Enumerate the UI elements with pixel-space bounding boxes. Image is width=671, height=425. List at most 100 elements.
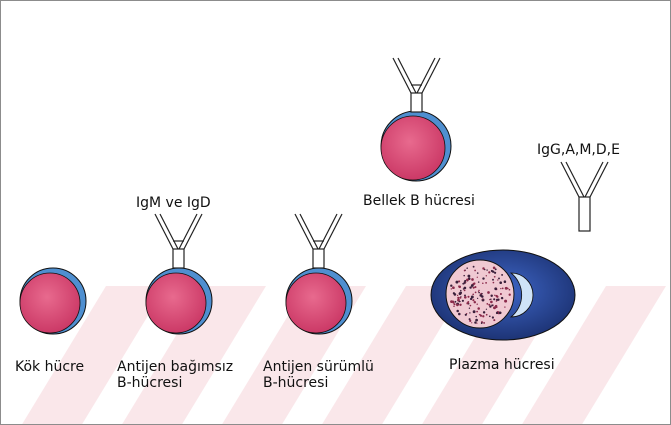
chromatin-dot xyxy=(459,291,462,294)
chromatin-dot xyxy=(504,280,507,283)
chromatin-dot xyxy=(492,279,494,281)
plasma-cell-label: Plazma hücresi xyxy=(449,357,555,373)
chromatin-dot xyxy=(500,293,502,295)
chromatin-dot xyxy=(496,296,498,298)
chromatin-dot xyxy=(463,275,465,277)
chromatin-dot xyxy=(474,301,476,303)
chromatin-dot xyxy=(509,294,511,296)
chromatin-dot xyxy=(490,301,493,304)
chromatin-dot xyxy=(501,274,503,276)
chromatin-dot xyxy=(455,281,458,284)
chromatin-dot xyxy=(465,314,467,316)
chromatin-dot xyxy=(481,295,484,298)
chromatin-dot xyxy=(473,266,475,268)
chromatin-dot xyxy=(471,284,474,287)
chromatin-dot xyxy=(477,277,478,278)
chromatin-dot xyxy=(453,303,455,305)
chromatin-dot xyxy=(493,282,495,284)
chromatin-dot xyxy=(457,297,459,299)
antigen-driven-b-label-line2: B-hücresi xyxy=(263,375,328,391)
chromatin-dot xyxy=(493,298,495,300)
chromatin-dot xyxy=(499,281,502,284)
chromatin-dot xyxy=(460,297,462,299)
chromatin-dot xyxy=(464,296,467,299)
chromatin-dot xyxy=(476,311,478,313)
chromatin-dot xyxy=(491,304,493,306)
chromatin-dot xyxy=(488,271,490,273)
chromatin-dot xyxy=(504,306,505,307)
chromatin-dot xyxy=(488,304,490,306)
chromatin-dot xyxy=(453,292,455,294)
chromatin-dot xyxy=(459,301,460,302)
chromatin-dot xyxy=(482,277,484,279)
chromatin-dot xyxy=(464,289,466,291)
chromatin-dot xyxy=(504,300,507,303)
chromatin-dot xyxy=(467,296,469,298)
chromatin-dot xyxy=(466,302,468,304)
chromatin-dot xyxy=(481,322,483,324)
chromatin-dot xyxy=(453,306,455,308)
chromatin-dot xyxy=(466,267,468,269)
chromatin-dot xyxy=(456,310,459,313)
chromatin-dot xyxy=(496,299,498,301)
chromatin-dot xyxy=(451,288,452,289)
chromatin-dot xyxy=(464,270,466,272)
chromatin-dot xyxy=(483,311,485,313)
chromatin-dot xyxy=(494,276,496,278)
memory-b-antibody xyxy=(393,58,440,112)
chromatin-dot xyxy=(492,270,494,272)
free-antibody xyxy=(561,162,608,231)
chromatin-dot xyxy=(500,288,501,289)
chromatin-dot xyxy=(507,288,509,290)
chromatin-dot xyxy=(458,313,461,316)
chromatin-dot xyxy=(460,290,461,291)
chromatin-dot xyxy=(467,275,470,278)
chromatin-dot xyxy=(450,300,453,303)
memory-b-cell xyxy=(381,111,451,181)
chromatin-dot xyxy=(499,311,502,314)
ig-classes-label: IgG,A,M,D,E xyxy=(537,142,620,158)
chromatin-dot xyxy=(483,322,485,324)
chromatin-dot xyxy=(472,293,474,295)
antigen-driven-b-cell xyxy=(286,268,352,334)
chromatin-dot xyxy=(493,319,495,321)
chromatin-dot xyxy=(469,286,471,288)
chromatin-dot xyxy=(477,298,478,299)
chromatin-dot xyxy=(486,303,488,305)
chromatin-dot xyxy=(458,286,461,289)
chromatin-dot xyxy=(496,312,498,314)
chromatin-dot xyxy=(470,298,472,300)
stem-cell-label: Kök hücre xyxy=(15,359,84,375)
chromatin-dot xyxy=(495,305,498,308)
chromatin-dot xyxy=(482,298,483,299)
chromatin-dot xyxy=(462,300,464,302)
chromatin-dot xyxy=(456,304,459,307)
chromatin-dot xyxy=(459,304,461,306)
chromatin-dot xyxy=(472,287,473,288)
chromatin-dot xyxy=(472,299,474,301)
chromatin-dot xyxy=(457,295,458,296)
chromatin-dot xyxy=(453,302,455,304)
chromatin-dot xyxy=(475,316,476,317)
chromatin-dot xyxy=(476,303,477,304)
chromatin-dot xyxy=(490,295,492,297)
chromatin-dot xyxy=(478,281,479,282)
chromatin-dot xyxy=(455,301,457,303)
chromatin-dot xyxy=(470,305,472,307)
chromatin-dot xyxy=(482,283,484,285)
chromatin-dot xyxy=(502,288,504,290)
chromatin-dot xyxy=(486,269,487,270)
igm-igd-label: IgM ve IgD xyxy=(136,195,211,211)
chromatin-dot xyxy=(471,322,472,323)
chromatin-dot xyxy=(471,278,474,281)
chromatin-dot xyxy=(489,315,491,317)
chromatin-dot xyxy=(486,309,487,310)
chromatin-dot xyxy=(485,282,487,284)
chromatin-dot xyxy=(464,287,467,290)
chromatin-dot xyxy=(478,292,480,294)
chromatin-dot xyxy=(450,285,452,287)
chromatin-dot xyxy=(490,299,491,300)
chromatin-dot xyxy=(458,280,460,282)
chromatin-dot xyxy=(497,279,498,280)
